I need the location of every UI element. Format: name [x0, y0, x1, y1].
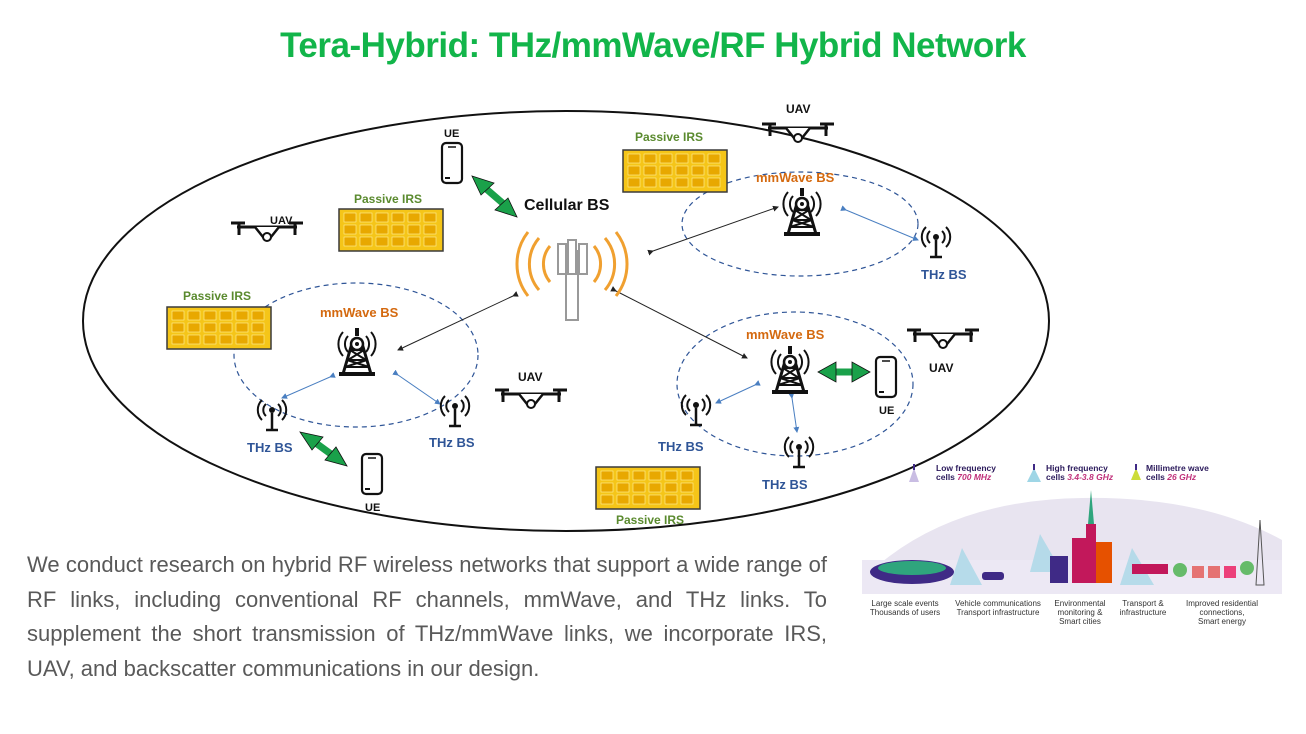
thz-antenna-icon-3: [920, 225, 952, 259]
irs-label-1: Passive IRS: [354, 192, 422, 206]
mmwave-tower-icon-3: [769, 344, 811, 396]
ue-phone-icon-1: [440, 141, 464, 185]
caption-transport: Transport & infrastructure: [1119, 599, 1167, 617]
mmwave-cell-3: [676, 311, 914, 457]
irs-label-4: Passive IRS: [616, 513, 684, 527]
irs-label-2: Passive IRS: [183, 289, 251, 303]
uav-label-2: UAV: [270, 215, 293, 227]
thz-label-2: THz BS: [429, 435, 475, 450]
description-text: We conduct research on hybrid RF wireles…: [27, 552, 827, 681]
legend-high-frequency: High frequency cells 3.4-3.8 GHz: [1046, 464, 1113, 482]
thz-antenna-icon-5: [783, 435, 815, 469]
ue-phone-icon-3: [874, 355, 898, 399]
legend-low-frequency: Low frequency cells 700 MHz: [936, 464, 996, 482]
mmwave-tower-icon-2: [781, 186, 823, 238]
legend-low-name: Low frequency: [936, 463, 996, 473]
cellular-bs-label: Cellular BS: [524, 197, 610, 214]
irs-panel-1: [338, 208, 444, 252]
mmwave-tower-icon-1: [336, 326, 378, 378]
caption-events: Large scale events Thousands of users: [869, 599, 941, 617]
ue-phone-icon-2: [360, 452, 384, 496]
thz-antenna-icon-1: [256, 398, 288, 432]
irs-panel-2: [166, 306, 272, 350]
legend-mm-prefix: cells: [1146, 472, 1168, 482]
cellular-bs-icon: [515, 231, 629, 321]
legend-high-prefix: cells: [1046, 472, 1068, 482]
legend-mmwave: Millimetre wave cells 26 GHz: [1146, 464, 1209, 482]
5g-use-cases-illustration: Low frequency cells 700 MHz High frequen…: [862, 460, 1282, 635]
network-boundary: [82, 110, 1050, 532]
ue-link-3: [817, 361, 871, 383]
ue-label-2: UE: [365, 502, 380, 514]
ue-link-1: [471, 175, 518, 218]
uav-icon-4: [905, 328, 981, 350]
caption-residential: Improved residential connections, Smart …: [1185, 599, 1259, 626]
ue-label-1: UE: [444, 128, 459, 140]
uav-label-4: UAV: [929, 361, 953, 375]
mmwave-label-3: mmWave BS: [746, 327, 825, 342]
thz-label-4: THz BS: [658, 439, 704, 454]
page-title: Tera-Hybrid: THz/mmWave/RF Hybrid Networ…: [280, 26, 1026, 65]
thz-antenna-icon-4: [680, 393, 712, 427]
irs-label-3: Passive IRS: [635, 130, 703, 144]
mmwave-label-2: mmWave BS: [756, 170, 835, 185]
legend-high-name: High frequency: [1046, 463, 1108, 473]
mmwave-cell-1: [233, 282, 479, 428]
legend-high-detail: 3.4-3.8 GHz: [1067, 472, 1114, 482]
caption-environmental: Environmental monitoring & Smart cities: [1054, 599, 1106, 626]
irs-panel-3: [622, 149, 728, 193]
legend-mm-detail: 26 GHz: [1167, 472, 1197, 482]
legend-mm-name: Millimetre wave: [1146, 463, 1209, 473]
thz-label-3: THz BS: [921, 267, 967, 282]
uav-icon-1: [760, 122, 836, 144]
uav-icon-3: [493, 388, 569, 410]
legend-low-detail: 700 MHz: [957, 472, 992, 482]
ue-label-3: UE: [879, 405, 894, 417]
thz-label-1: THz BS: [247, 440, 293, 455]
irs-panel-4: [595, 466, 701, 510]
uav-label-3: UAV: [518, 370, 542, 384]
thz-antenna-icon-2: [439, 394, 471, 428]
legend-low-prefix: cells: [936, 472, 958, 482]
ue-link-2: [299, 431, 348, 467]
uav-label-1: UAV: [786, 102, 810, 116]
mmwave-label-1: mmWave BS: [320, 305, 399, 320]
caption-vehicle: Vehicle communications Transport infrast…: [955, 599, 1041, 617]
thz-label-5: THz BS: [762, 477, 808, 492]
